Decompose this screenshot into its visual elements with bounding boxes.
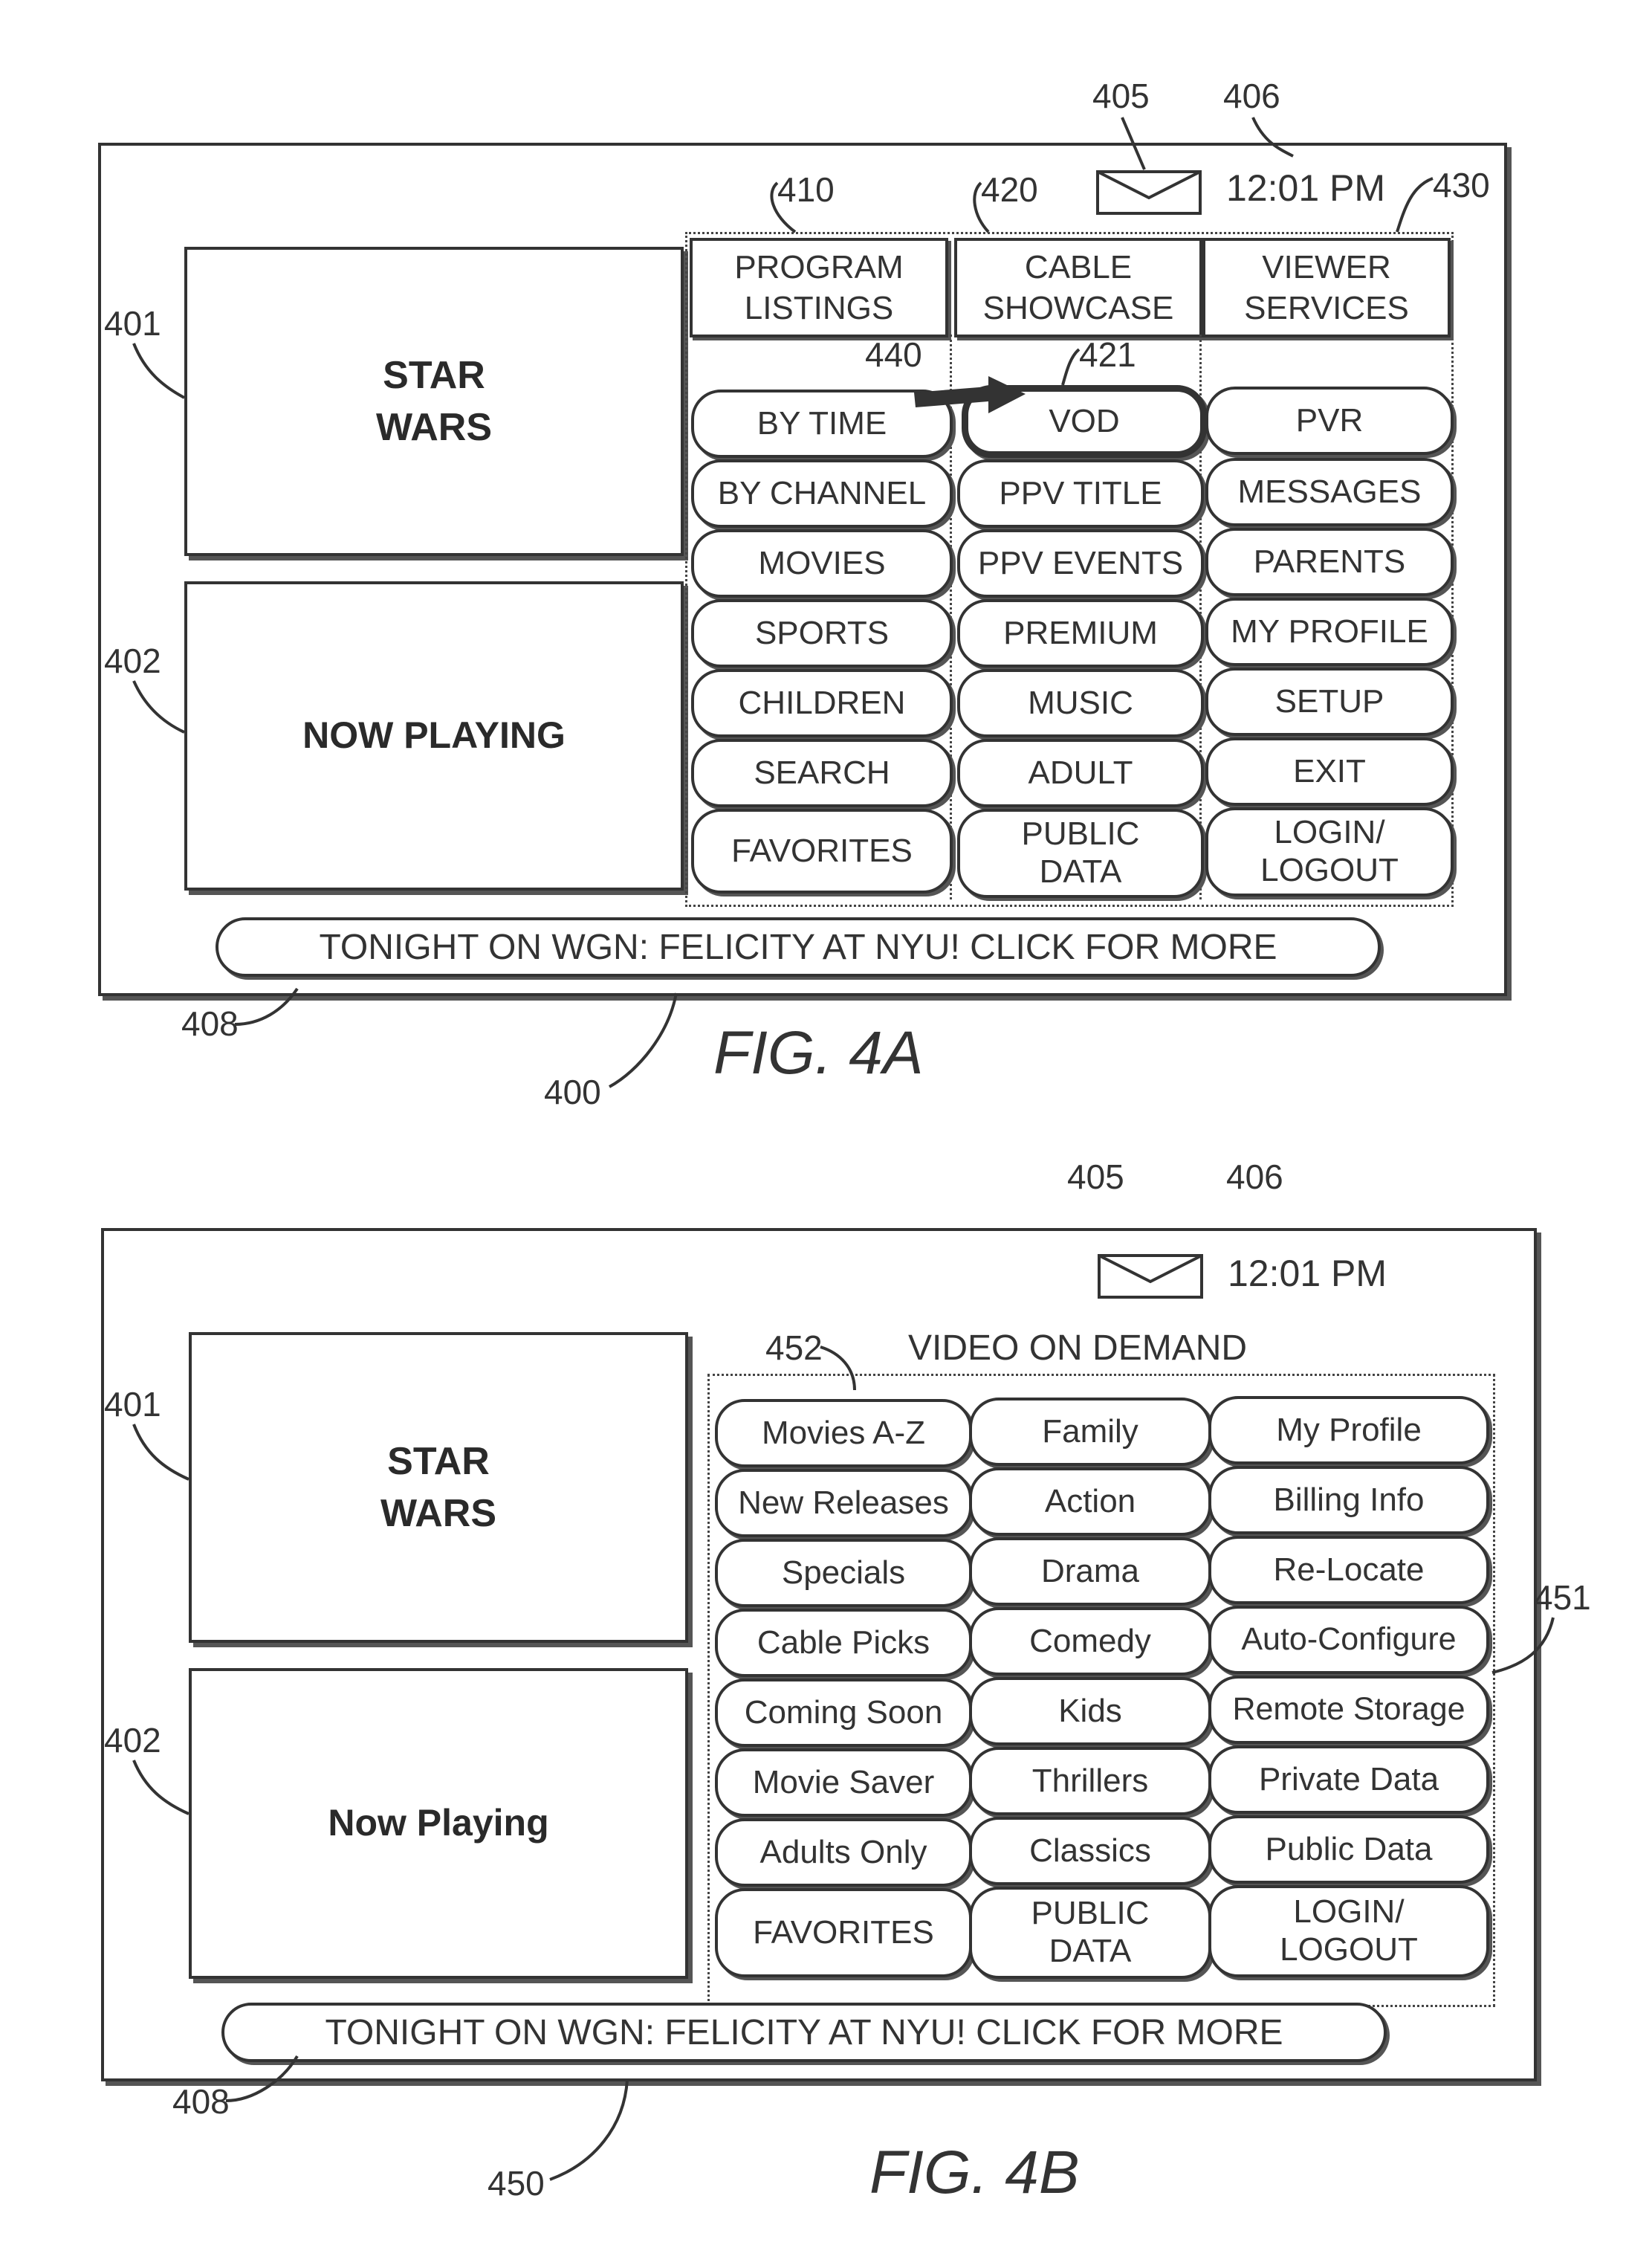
message-envelope-icon[interactable] — [1097, 1253, 1204, 1299]
menu-item-pvr[interactable]: PVR — [1205, 387, 1454, 455]
vod-item-movie-saver[interactable]: Movie Saver — [715, 1748, 972, 1817]
vod-item-my-profile[interactable]: My Profile — [1208, 1396, 1489, 1464]
menu-item-by-time[interactable]: BY TIME — [691, 390, 953, 458]
vod-item-adults-only[interactable]: Adults Only — [715, 1818, 972, 1887]
leader-410 — [770, 181, 797, 233]
vod-item-private-data[interactable]: Private Data — [1208, 1745, 1489, 1814]
leader-452 — [820, 1345, 856, 1391]
leader-430 — [1396, 177, 1434, 233]
vod-item-re-locate[interactable]: Re-Locate — [1208, 1536, 1489, 1604]
ref-402-a: 402 — [104, 642, 161, 680]
menu-item-movies[interactable]: MOVIES — [691, 529, 953, 598]
leader-402-a — [132, 680, 185, 734]
fig-4a-label: FIG. 4A — [713, 1019, 924, 1087]
menu-item-setup[interactable]: SETUP — [1205, 668, 1454, 736]
ref-400: 400 — [544, 1073, 601, 1111]
ref-430: 430 — [1433, 166, 1490, 204]
menu-item-my-profile[interactable]: MY PROFILE — [1205, 598, 1454, 666]
ref-451: 451 — [1534, 1578, 1591, 1617]
menu-item-sports[interactable]: SPORTS — [691, 599, 953, 668]
ref-421: 421 — [1079, 335, 1136, 374]
leader-450 — [549, 2079, 629, 2181]
leader-401-a — [132, 343, 185, 399]
leader-408-b — [225, 2055, 299, 2102]
menu-item-by-channel[interactable]: BY CHANNEL — [691, 459, 953, 528]
leader-401-b — [132, 1424, 190, 1481]
menu-item-premium[interactable]: PREMIUM — [957, 599, 1204, 668]
fig-4a-column-divider-1 — [950, 335, 952, 899]
ref-408-a: 408 — [181, 1004, 239, 1043]
fig-4a-clock: 12:01 PM — [1226, 167, 1386, 209]
menu-item-login-logout[interactable]: LOGIN/ LOGOUT — [1205, 807, 1454, 896]
menu-item-children[interactable]: CHILDREN — [691, 669, 953, 737]
fig-4a-now-playing-window: NOW PLAYING — [184, 581, 684, 891]
message-envelope-icon[interactable] — [1095, 169, 1202, 216]
vod-item-coming-soon[interactable]: Coming Soon — [715, 1679, 972, 1747]
tab-program-listings[interactable]: PROGRAM LISTINGS — [690, 238, 948, 337]
vod-item-family[interactable]: Family — [969, 1398, 1211, 1466]
vod-item-drama[interactable]: Drama — [969, 1537, 1211, 1606]
leader-421 — [1061, 348, 1081, 386]
menu-item-favorites[interactable]: FAVORITES — [691, 809, 953, 894]
leader-400 — [609, 992, 678, 1088]
vod-item-comedy[interactable]: Comedy — [969, 1607, 1211, 1676]
menu-item-search[interactable]: SEARCH — [691, 739, 953, 807]
vod-item-public-data-row[interactable]: Public Data — [1208, 1815, 1489, 1884]
menu-item-exit[interactable]: EXIT — [1205, 737, 1454, 806]
vod-heading: VIDEO ON DEMAND — [908, 1328, 1248, 1368]
vod-item-action[interactable]: Action — [969, 1467, 1211, 1536]
leader-408-a — [234, 987, 299, 1026]
ref-401-b: 401 — [104, 1385, 161, 1424]
menu-item-parents[interactable]: PARENTS — [1205, 528, 1454, 596]
ref-401-a: 401 — [104, 304, 161, 343]
tab-cable-showcase[interactable]: CABLE SHOWCASE — [954, 238, 1202, 337]
ref-450: 450 — [487, 2164, 545, 2203]
menu-item-music[interactable]: MUSIC — [957, 669, 1204, 737]
ref-405-b: 405 — [1067, 1157, 1124, 1196]
ref-406-a: 406 — [1223, 77, 1280, 115]
ref-405-a: 405 — [1092, 77, 1150, 115]
fig-4b-ticker-banner[interactable]: TONIGHT ON WGN: FELICITY AT NYU! CLICK F… — [221, 2003, 1387, 2062]
ref-408-b: 408 — [172, 2082, 230, 2121]
leader-406-a — [1251, 117, 1294, 158]
menu-item-public-data[interactable]: PUBLIC DATA — [957, 809, 1204, 898]
leader-405-a — [1121, 117, 1146, 170]
menu-item-messages[interactable]: MESSAGES — [1205, 458, 1454, 526]
vod-item-new-releases[interactable]: New Releases — [715, 1469, 972, 1537]
ref-402-b: 402 — [104, 1721, 161, 1760]
fig-4a-preview-window: STAR WARS — [184, 247, 684, 556]
menu-item-adult[interactable]: ADULT — [957, 739, 1204, 807]
ref-452: 452 — [765, 1328, 823, 1367]
tab-viewer-services[interactable]: VIEWER SERVICES — [1202, 238, 1451, 337]
fig-4b-now-playing-window: Now Playing — [189, 1668, 688, 1979]
vod-item-cable-picks[interactable]: Cable Picks — [715, 1609, 972, 1677]
leader-402-b — [132, 1760, 190, 1815]
fig-4b-label: FIG. 4B — [869, 2139, 1080, 2206]
menu-item-ppv-events[interactable]: PPV EVENTS — [957, 529, 1204, 598]
vod-item-favorites[interactable]: FAVORITES — [715, 1888, 972, 1977]
vod-item-auto-configure[interactable]: Auto-Configure — [1208, 1606, 1489, 1674]
menu-item-ppv-title[interactable]: PPV TITLE — [957, 459, 1204, 528]
leader-420 — [973, 181, 990, 233]
vod-item-thrillers[interactable]: Thrillers — [969, 1747, 1211, 1815]
vod-item-movies-a-z[interactable]: Movies A-Z — [715, 1399, 972, 1467]
ref-410: 410 — [777, 170, 835, 209]
ref-406-b: 406 — [1226, 1157, 1283, 1196]
ref-440: 440 — [865, 335, 922, 374]
vod-item-login-logout[interactable]: LOGIN/ LOGOUT — [1208, 1885, 1489, 1977]
leader-451 — [1491, 1617, 1555, 1674]
vod-item-classics[interactable]: Classics — [969, 1817, 1211, 1885]
vod-item-billing-info[interactable]: Billing Info — [1208, 1466, 1489, 1534]
fig-4a-ticker-banner[interactable]: TONIGHT ON WGN: FELICITY AT NYU! CLICK F… — [216, 917, 1381, 977]
fig-4b-preview-window: STAR WARS — [189, 1332, 688, 1643]
ref-420: 420 — [981, 170, 1038, 209]
vod-item-remote-storage[interactable]: Remote Storage — [1208, 1676, 1489, 1744]
fig-4b-clock: 12:01 PM — [1228, 1253, 1387, 1294]
